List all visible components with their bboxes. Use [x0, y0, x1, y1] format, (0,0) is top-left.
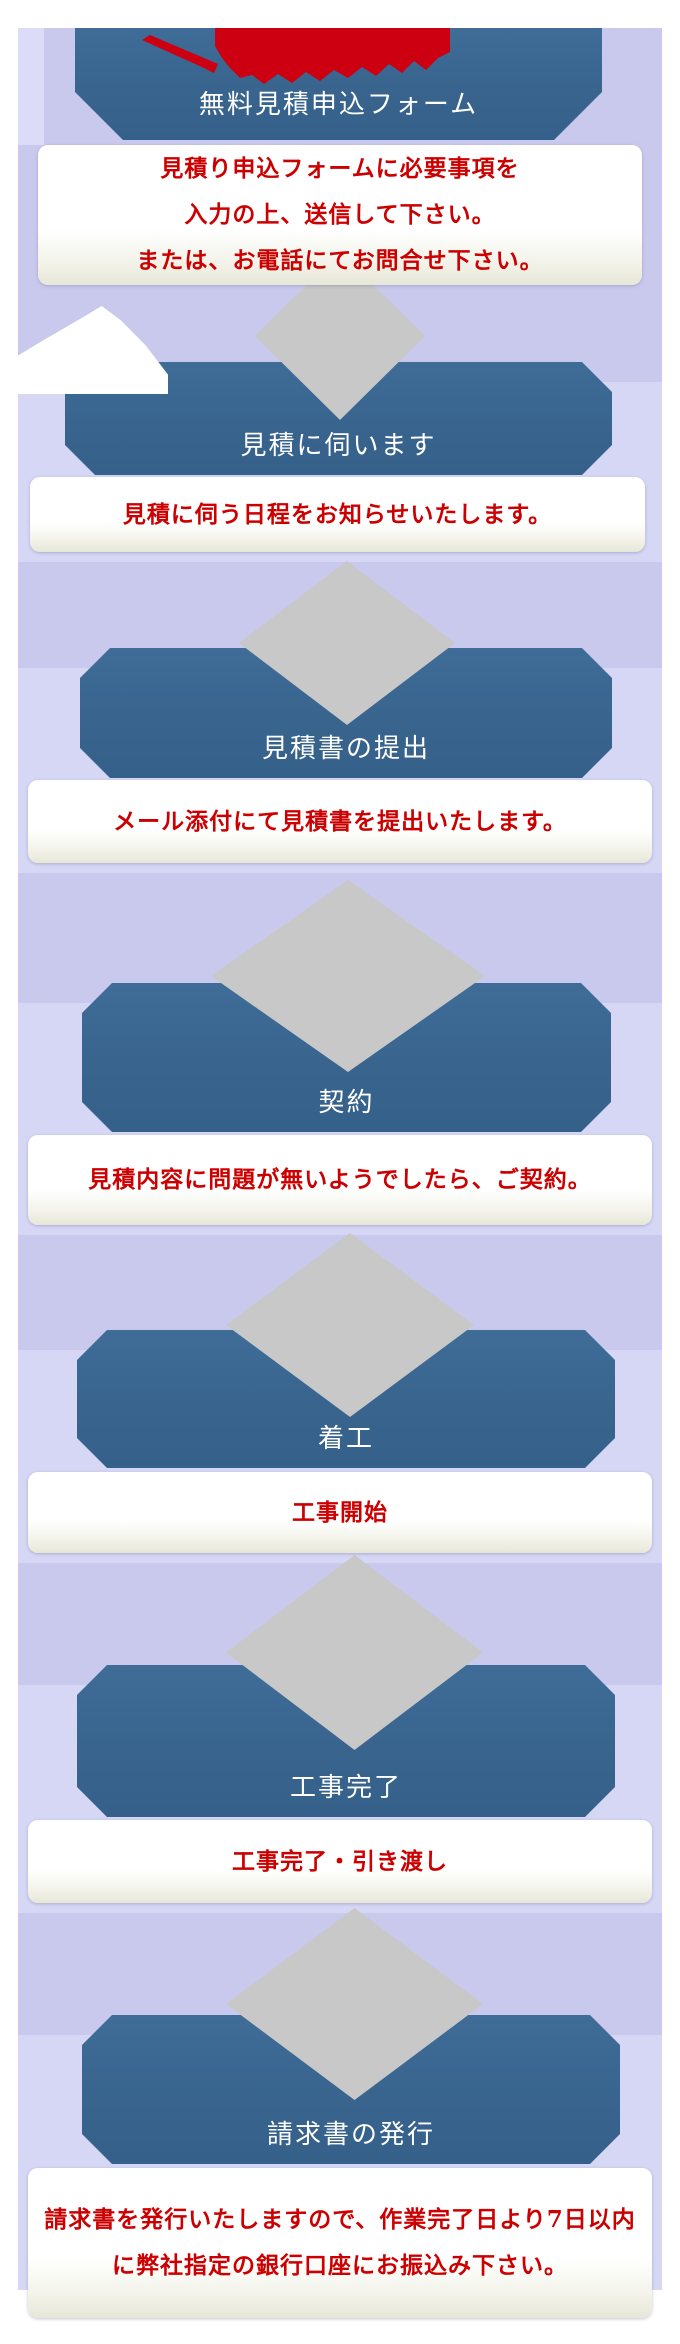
cropped-red-graphic [142, 28, 450, 84]
step-4-description: 見積内容に問題が無いようでしたら、ご契約。 [88, 1166, 592, 1193]
step-3-title: 見積書の提出 [261, 734, 430, 764]
step-4-description-box: 見積内容に問題が無いようでしたら、ご契約。 [28, 1135, 652, 1225]
step-2-title: 見積に伺います [240, 431, 437, 461]
background-band [18, 28, 44, 145]
step-7-description-box: 請求書を発行いたしますので、作業完了日より7日以内 に弊社指定の銀行口座にお振込… [28, 2168, 652, 2318]
step-6-description: 工事完了・引き渡し [232, 1847, 448, 1875]
step-1-title: 無料見積申込フォーム [198, 90, 479, 120]
step-2-description: 見積に伺う日程をお知らせいたします。 [122, 500, 553, 528]
step-6-title: 工事完了 [289, 1773, 402, 1803]
step-6-description-box: 工事完了・引き渡し [28, 1820, 652, 1903]
step-5-description-box: 工事開始 [28, 1472, 652, 1553]
step-5-description: 工事開始 [292, 1498, 388, 1526]
step-2-description-box: 見積に伺う日程をお知らせいたします。 [30, 477, 645, 552]
step-4-title: 契約 [318, 1088, 375, 1118]
step-7-title: 請求書の発行 [266, 2120, 435, 2150]
step-1-description: 見積り申込フォームに必要事項を 入力の上、送信して下さい。 または、お電話にてお… [136, 155, 544, 274]
step-7-description: 請求書を発行いたしますので、作業完了日より7日以内 に弊社指定の銀行口座にお振込… [44, 2206, 636, 2279]
step-1-description-box: 見積り申込フォームに必要事項を 入力の上、送信して下さい。 または、お電話にてお… [38, 145, 642, 285]
step-3-description: メール添付にて見積書を提出いたします。 [113, 807, 567, 835]
step-3-description-box: メール添付にて見積書を提出いたします。 [28, 780, 652, 863]
step-5-title: 着工 [317, 1424, 374, 1454]
